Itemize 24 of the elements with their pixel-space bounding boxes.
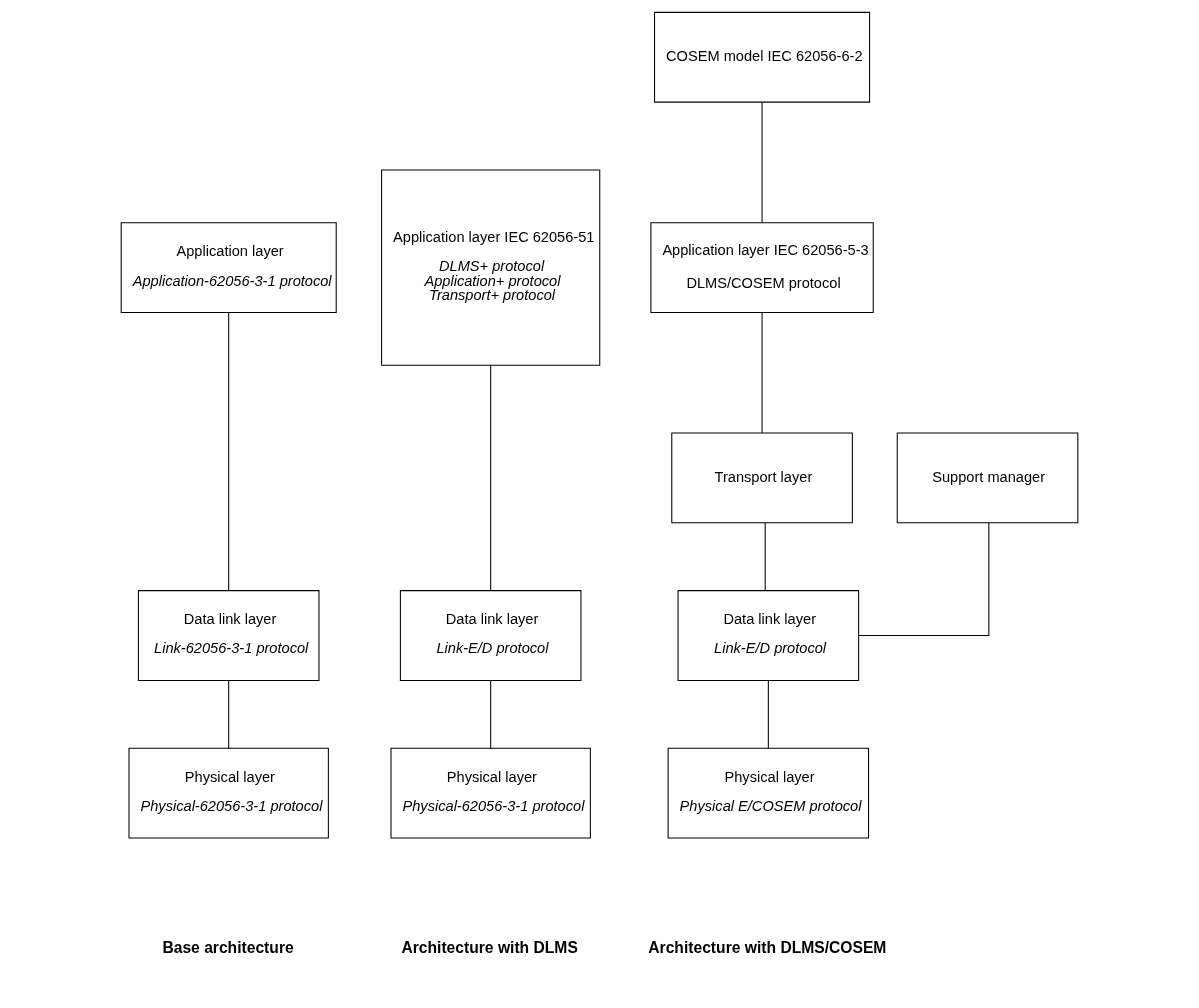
connector <box>761 101 763 224</box>
connector <box>490 680 492 749</box>
node-box: Application layer IEC 62056-51 DLMS+ protocol Application+ protocol Transport+ protocol <box>381 169 601 366</box>
label: Architecture with DLMS/COSEM <box>648 939 887 957</box>
node-box: Physical layer Physical E/COSEM protocol <box>667 747 870 839</box>
node-box: Physical layer Physical-62056-3-1 protocol <box>390 747 591 839</box>
label: Base architecture <box>162 939 294 957</box>
connector <box>764 522 766 592</box>
connector <box>490 364 492 591</box>
node-box: Data link layer Link-E/D protocol <box>399 590 582 681</box>
node-box: Transport layer <box>671 432 853 524</box>
node-box: Data link layer Link-62056-3-1 protocol <box>137 590 320 681</box>
connector <box>767 680 769 749</box>
node-box: Support manager <box>896 432 1079 524</box>
connector <box>228 312 230 592</box>
label: Architecture with DLMS <box>401 939 578 957</box>
connector <box>858 522 990 637</box>
node-box: Data link layer Link-E/D protocol <box>677 590 860 681</box>
node-box: COSEM model IEC 62056-6-2 <box>654 11 871 103</box>
connector <box>761 312 763 434</box>
node-box: Application layer IEC 62056-5-3 DLMS/COSEM protocol <box>650 222 874 313</box>
node-box: Application layer Application-62056-3-1 protocol <box>120 222 337 313</box>
node-box: Physical layer Physical-62056-3-1 protocol <box>128 747 329 839</box>
connector <box>228 680 230 749</box>
